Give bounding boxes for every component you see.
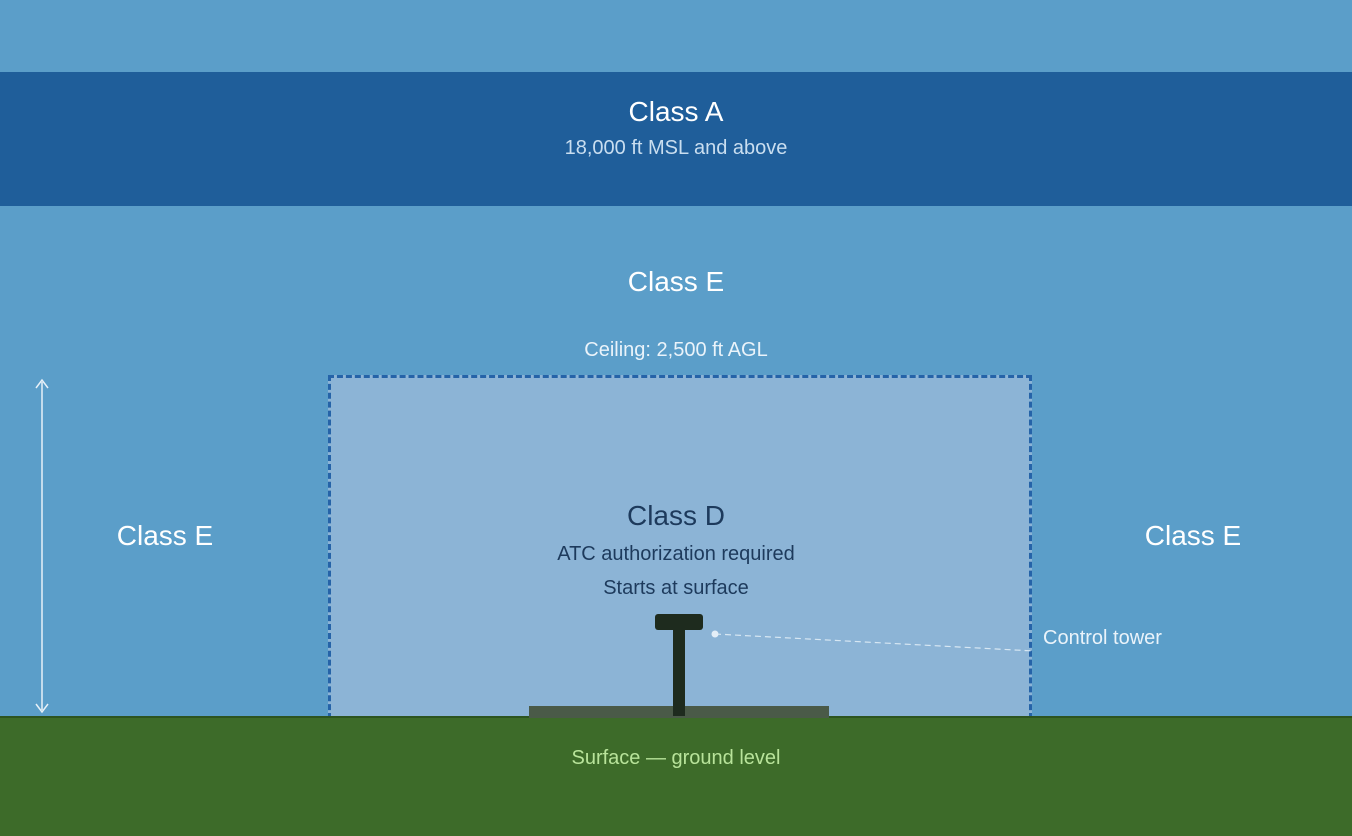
class-a-band [0,72,1352,206]
ground [0,716,1352,836]
ground-label: Surface — ground level [571,747,781,769]
class-d-ceiling-label: Ceiling: 2,500 ft AGL [584,339,768,361]
class-a-subtitle: 18,000 ft MSL and above [564,137,788,159]
class-d-title: Class D [626,500,725,531]
class-d-description: ATC authorization required [557,543,795,565]
class-e-left-title: Class E [116,520,214,551]
control-tower-mast [673,626,685,716]
control-tower-cab [655,614,703,630]
class-e-right-title: Class E [1144,520,1242,551]
class-d-floor-note: Starts at surface [603,577,749,599]
class-e-upper-title: Class E [627,266,725,297]
class-a-title: Class A [628,96,724,127]
control-tower-label: Control tower [1043,627,1162,649]
